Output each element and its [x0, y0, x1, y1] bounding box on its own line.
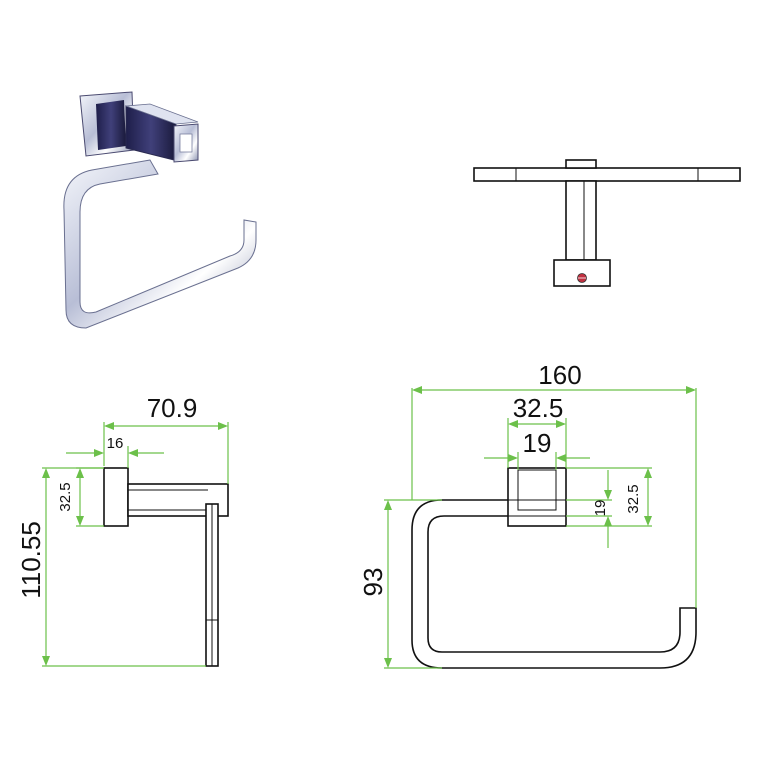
dim-side-base-depth: 16 [107, 435, 124, 452]
dim-front-base-height: 32.5 [625, 484, 642, 513]
dim-side-base-height: 32.5 [57, 482, 74, 511]
product-render [63, 91, 257, 329]
dim-side-width: 70.9 [147, 393, 198, 423]
dim-front-base-width: 32.5 [513, 393, 564, 423]
side-view: 70.9 16 32.5 110.55 [16, 393, 229, 667]
dim-front-arm-width: 19 [523, 428, 552, 458]
dim-front-total-height: 93 [358, 568, 388, 597]
front-view: 160 32.5 19 19 32.5 [358, 360, 697, 669]
dim-front-width: 160 [538, 360, 581, 390]
dim-side-total-height: 110.55 [16, 521, 46, 599]
dim-front-arm-height: 19 [592, 500, 609, 517]
top-view [473, 159, 741, 287]
